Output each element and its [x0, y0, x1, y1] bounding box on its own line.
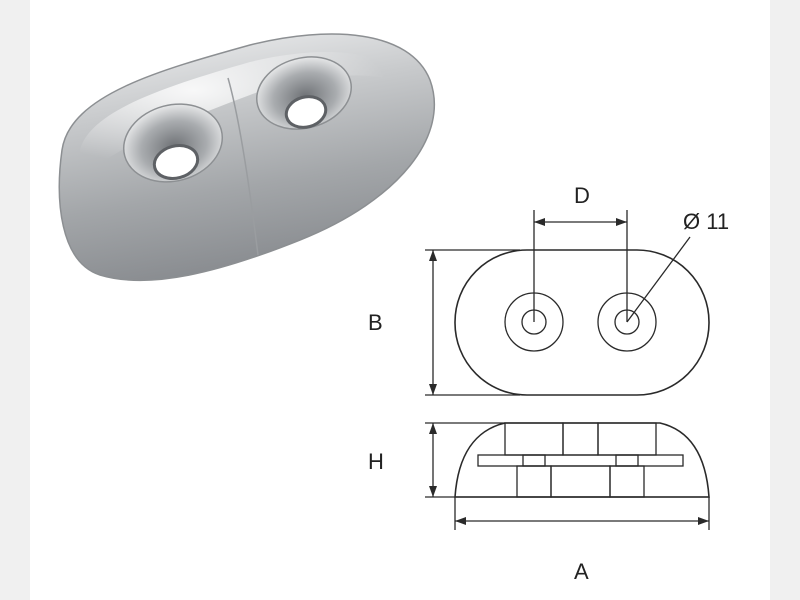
dimension-label-diameter: Ø 11 [683, 209, 730, 234]
side-view-foot-left [516, 465, 552, 498]
side-view-nut-right [615, 454, 639, 467]
dimension-label-d: D [574, 183, 590, 208]
dimension-label-b: B [368, 310, 383, 335]
side-view-insert-mid-top [562, 422, 599, 456]
b-arrow-top [429, 250, 437, 261]
h-arrow-bottom [429, 486, 437, 497]
d-arrow-left [534, 218, 545, 226]
a-arrow-left [455, 517, 466, 525]
side-view-insert-bar [477, 454, 684, 467]
top-view-outline [454, 249, 710, 396]
h-arrow-top [429, 423, 437, 434]
dimension-label-h: H [368, 449, 384, 474]
left-hole-inner [152, 144, 200, 180]
side-view-insert-left-top [504, 422, 564, 456]
diameter-leader [626, 236, 691, 323]
a-arrow-right [698, 517, 709, 525]
dimension-label-a: A [574, 559, 589, 584]
anode-photo [58, 33, 436, 282]
d-arrow-right [616, 218, 627, 226]
anode-seam [227, 77, 259, 256]
b-arrow-bottom [429, 384, 437, 395]
side-view-foot-right [609, 465, 645, 498]
technical-drawing [425, 210, 710, 530]
right-hole-inner [284, 95, 328, 129]
side-view-foot-mid [550, 465, 611, 498]
side-view-outline [454, 422, 710, 498]
side-view-insert-right-top [597, 422, 657, 456]
side-view-nut-left [522, 454, 546, 467]
